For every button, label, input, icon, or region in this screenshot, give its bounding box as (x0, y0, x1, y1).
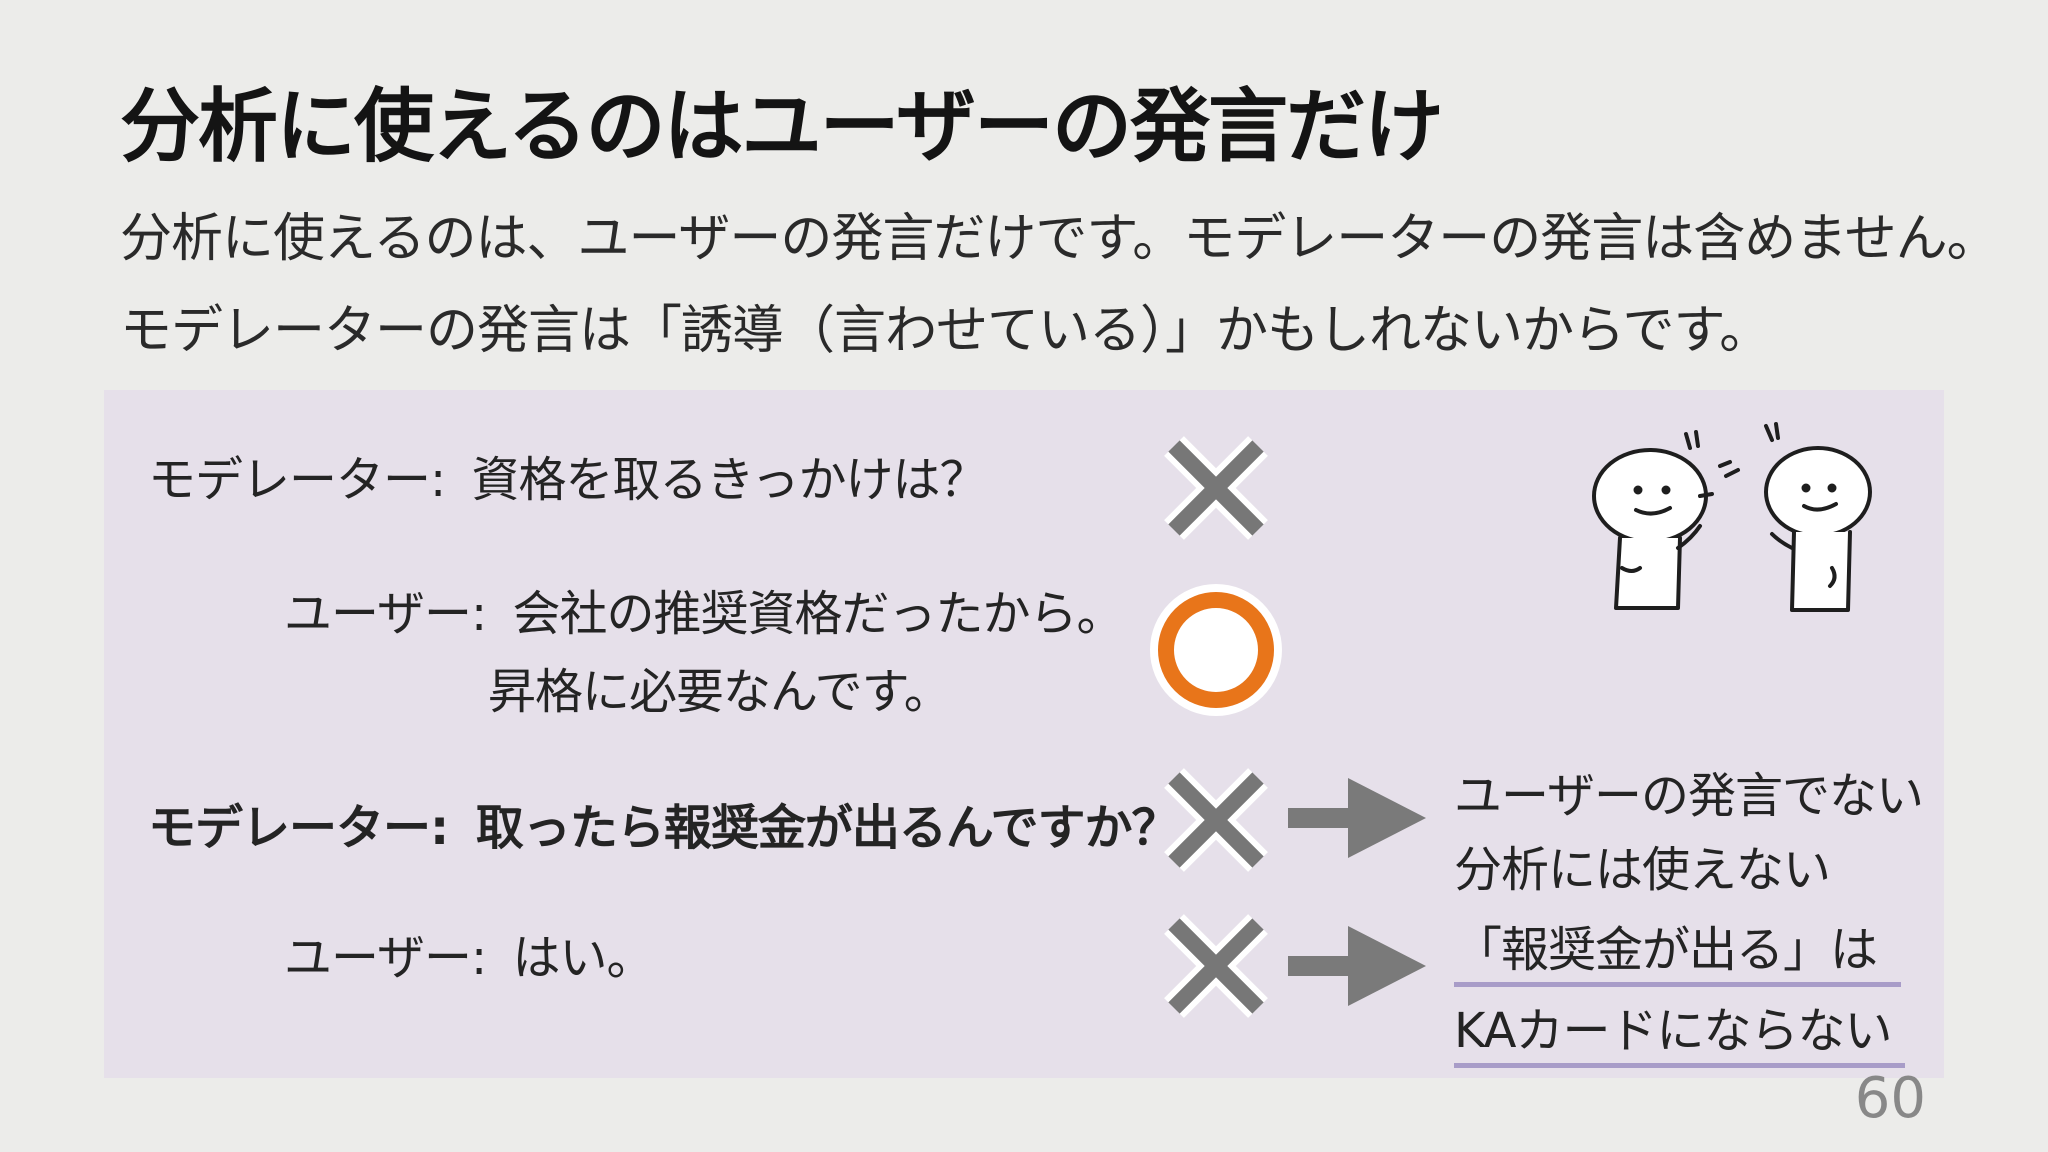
arrow-right-icon (1288, 926, 1426, 1006)
utterance: 資格を取るきっかけは？ (471, 452, 987, 508)
page-number: 60 (1854, 1066, 1926, 1131)
intro-line-2: モデレーターの発言は「誘導（言わせている）」かもしれないからです。 (120, 301, 1771, 361)
speaker-label: ユーザー: (284, 586, 487, 642)
utterance: はい。 (512, 930, 654, 986)
speaker-label: モデレーター: (148, 800, 449, 856)
note-line: ユーザーの発言でない (1454, 768, 1924, 824)
utterance: 会社の推奨資格だったから。 (512, 586, 1124, 642)
dialogue-row-1-moderator: モデレーター: 資格を取るきっかけは？ (148, 440, 988, 510)
cross-icon (1164, 768, 1268, 872)
dialogue-row-3-moderator: モデレーター: 取ったら報奨金が出るんですか？ (148, 788, 1180, 858)
cross-icon (1164, 436, 1268, 540)
note-not-user-utterance: ユーザーの発言でない 分析には使えない (1454, 756, 1924, 900)
note-line: 分析には使えない (1454, 842, 1831, 898)
dialogue-row-2-user-continued: 昇格に必要なんです。 (488, 664, 952, 720)
slide-title: 分析に使えるのはユーザーの発言だけ (120, 80, 1444, 173)
speaker-label: ユーザー: (284, 930, 487, 986)
cross-icon (1164, 914, 1268, 1018)
intro-line-1: 分析に使えるのは、ユーザーの発言だけです。モデレーターの発言は含めません。 (120, 209, 1999, 269)
circle-icon (1150, 584, 1282, 716)
utterance: 取ったら報奨金が出るんですか？ (475, 800, 1180, 856)
note-line: KAカードにならない (1454, 991, 1906, 1068)
note-not-ka-card: 「報奨金が出る」は KAカードにならない (1454, 910, 1906, 1068)
speaker-label: モデレーター: (148, 452, 446, 508)
dialogue-row-2-user: ユーザー: 会社の推奨資格だったから。 (284, 574, 1125, 644)
arrow-right-icon (1288, 778, 1426, 858)
dialogue-row-4-user: ユーザー: はい。 (284, 918, 655, 988)
two-people-talking-illustration (1592, 422, 1872, 612)
note-line: 「報奨金が出る」は (1454, 910, 1902, 987)
